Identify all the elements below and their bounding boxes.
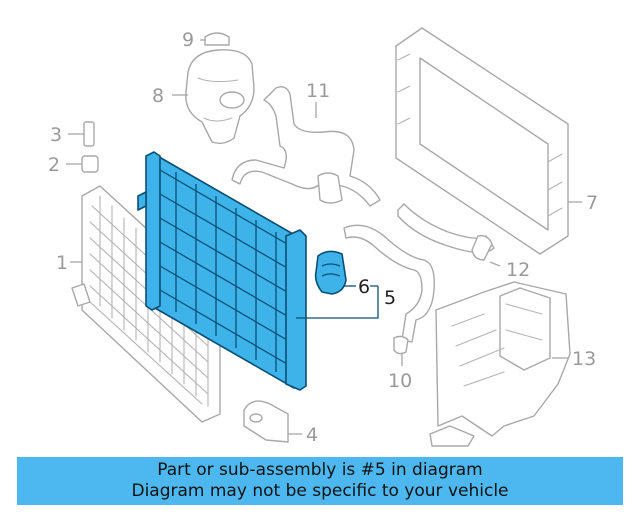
callout-13: 13 bbox=[572, 348, 596, 370]
callout-1: 1 bbox=[56, 252, 68, 274]
part-8-expansion-tank bbox=[172, 49, 255, 145]
callout-4: 4 bbox=[306, 424, 318, 446]
callout-9: 9 bbox=[182, 29, 194, 51]
part-11-upper-hose bbox=[231, 86, 381, 207]
callout-6: 6 bbox=[358, 276, 370, 298]
part-10-hose bbox=[343, 224, 435, 366]
part-info-banner: Part or sub-assembly is #5 in diagram Di… bbox=[17, 457, 623, 505]
part-9-cap bbox=[200, 32, 230, 46]
callout-8: 8 bbox=[152, 85, 164, 107]
part-13-carrier bbox=[429, 281, 571, 447]
leader-5 bbox=[296, 285, 379, 319]
callout-11: 11 bbox=[306, 80, 330, 102]
callout-2: 2 bbox=[48, 154, 60, 176]
part-5-fan-shroud bbox=[137, 151, 307, 391]
part-2-bushing bbox=[66, 155, 99, 173]
part-6-sensor bbox=[314, 250, 347, 295]
callout-12: 12 bbox=[506, 259, 530, 281]
banner-line-1: Part or sub-assembly is #5 in diagram bbox=[157, 460, 483, 480]
part-3-bolt bbox=[68, 121, 95, 147]
part-4-bracket bbox=[243, 400, 302, 443]
callout-7: 7 bbox=[586, 192, 598, 214]
parts-diagram: 9 8 3 2 1 11 7 12 6 5 13 10 4 bbox=[48, 27, 598, 447]
callout-5: 5 bbox=[384, 287, 396, 309]
part-12-lower-hose bbox=[397, 203, 501, 267]
callout-3: 3 bbox=[50, 124, 62, 146]
part-7-condenser bbox=[395, 27, 582, 255]
banner-line-2: Diagram may not be specific to your vehi… bbox=[131, 481, 509, 501]
callout-10: 10 bbox=[388, 370, 412, 392]
